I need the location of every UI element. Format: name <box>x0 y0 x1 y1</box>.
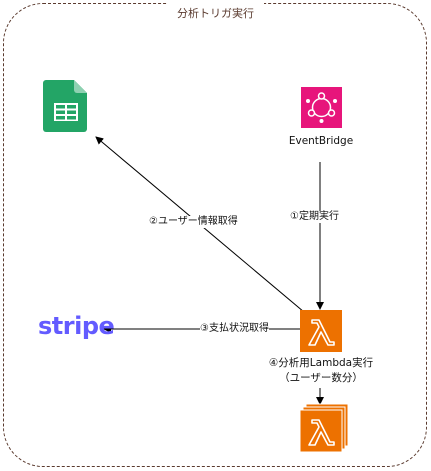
lambda-label-line1: ④分析用Lambda実行 <box>256 357 386 370</box>
edge-label-get-user-info: ②ユーザー情報取得 <box>149 216 238 228</box>
eventbridge-icon <box>301 87 342 128</box>
edge-label-get-payment-status: ③支払状況取得 <box>200 323 269 335</box>
eventbridge-label: EventBridge <box>288 135 354 147</box>
lambda-label-line2: （ユーザー数分） <box>256 372 386 385</box>
edge-label-scheduled-run: ①定期実行 <box>290 211 339 223</box>
google-sheets-icon <box>43 80 87 132</box>
group-title: 分析トリガ実行 <box>177 7 254 20</box>
lambda-icon <box>300 310 342 352</box>
group-title-background <box>168 0 264 8</box>
stripe-logo: stripe <box>38 312 115 340</box>
lambda-workers-icon <box>299 403 349 453</box>
